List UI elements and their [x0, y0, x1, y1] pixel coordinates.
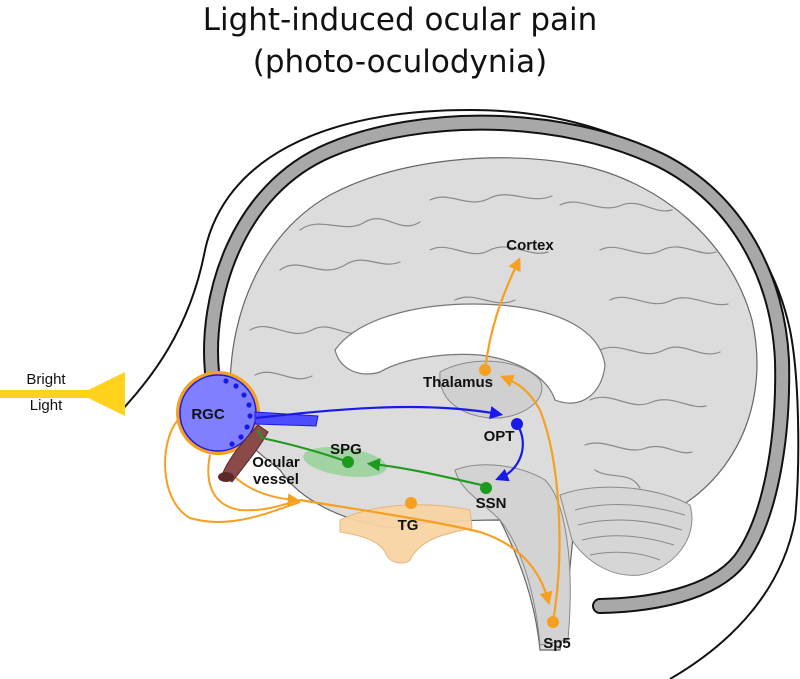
thalamus-to-cortex-pathway	[483, 257, 521, 371]
eye-trigeminal-fibers	[164, 419, 301, 523]
spg-to-eye-pathway	[257, 429, 349, 463]
thalamus-node	[479, 364, 491, 376]
sp5-label: Sp5	[543, 635, 571, 652]
ssn-label: SSN	[476, 495, 507, 512]
sp5-node	[547, 616, 559, 628]
opt-node	[511, 418, 523, 430]
tg-node	[405, 497, 417, 509]
ocular-vessel	[221, 424, 269, 483]
spg-node	[342, 456, 354, 468]
bright-light-label-line1: Bright	[26, 371, 66, 388]
ssn-node	[480, 482, 492, 494]
thalamus-region	[439, 360, 543, 419]
rgc-label: RGC	[191, 406, 225, 423]
brain-gyri	[249, 194, 729, 489]
cerebellum	[559, 486, 693, 576]
tg-label: TG	[398, 517, 419, 534]
opt-label: OPT	[484, 428, 515, 445]
eye-trigeminal-fibers-2	[207, 454, 301, 512]
vessel-trigeminal-fibers	[235, 477, 300, 506]
rgc-to-opt-pathway	[255, 405, 504, 420]
cortex-label: Cortex	[506, 237, 554, 254]
ocular-vessel-end	[218, 472, 234, 482]
rgc-dots	[223, 378, 253, 447]
sp5-to-thalamus-pathway	[500, 374, 561, 623]
ocular-vessel-label-line2: vessel	[253, 471, 299, 488]
ssn-to-spg-pathway	[366, 458, 487, 488]
tg-to-sp5-pathway	[299, 498, 553, 606]
title-line-1: Light-induced ocular pain	[203, 2, 598, 38]
spg-label: SPG	[330, 441, 362, 458]
light-triangle	[80, 372, 125, 416]
opt-to-ssn-pathway	[495, 423, 524, 482]
ocular-vessel-label-line1: Ocular	[252, 454, 300, 471]
title-line-2: (photo-oculodynia)	[253, 44, 547, 80]
bright-light-label-line2: Light	[30, 397, 63, 414]
skull-inner	[205, 116, 789, 612]
corpus-callosum	[334, 303, 606, 404]
thalamus-label: Thalamus	[423, 374, 493, 391]
light-beam	[0, 390, 100, 398]
cerebellum-folia	[574, 504, 686, 561]
